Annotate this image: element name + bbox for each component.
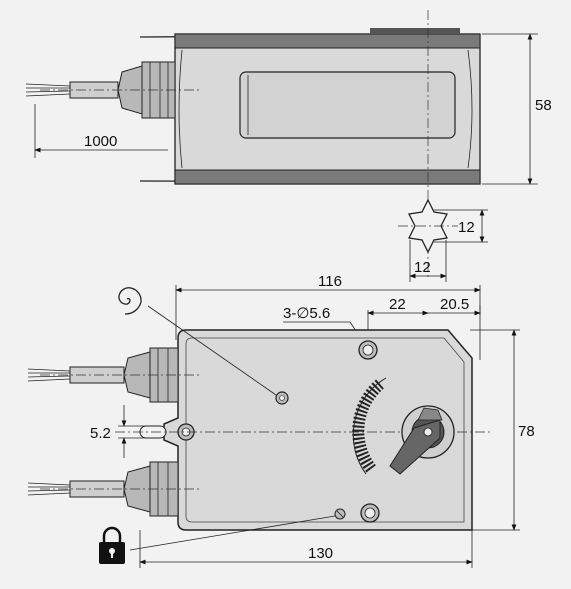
front-view: 116 22 20.5 3-∅5.6 78 5.	[27, 273, 535, 568]
top-shaft-plate	[370, 28, 460, 34]
cable-gland-lower	[27, 461, 200, 517]
dim-shaft-horizontal: 12	[414, 259, 431, 276]
dim-shaft-offset: 20.5	[440, 296, 469, 313]
shaft-section: 12 12	[398, 198, 488, 282]
dim-height-front: 78	[518, 423, 535, 440]
shaft-clamp	[389, 405, 455, 475]
dim-slot-width: 5.2	[90, 425, 111, 442]
dim-height-side: 58	[535, 97, 552, 114]
label-window	[239, 71, 456, 139]
dim-shaft-vertical: 12	[458, 219, 475, 236]
shaft-star-profile	[408, 198, 448, 254]
hole-note: 3-∅5.6	[283, 305, 330, 322]
top-band	[174, 33, 481, 49]
bottom-band	[174, 169, 481, 185]
dim-cable-length: 1000	[84, 133, 117, 150]
dim-width-top: 116	[318, 273, 342, 290]
side-view: 1000 58	[25, 10, 552, 278]
position-scale	[352, 377, 387, 475]
dim-hole-offset: 22	[389, 296, 406, 313]
cable-gland-upper	[27, 347, 200, 403]
dim-overall-width: 130	[308, 545, 333, 562]
spring-return-icon	[118, 287, 277, 396]
lock-icon	[99, 515, 336, 564]
cable-gland-side	[25, 61, 200, 119]
